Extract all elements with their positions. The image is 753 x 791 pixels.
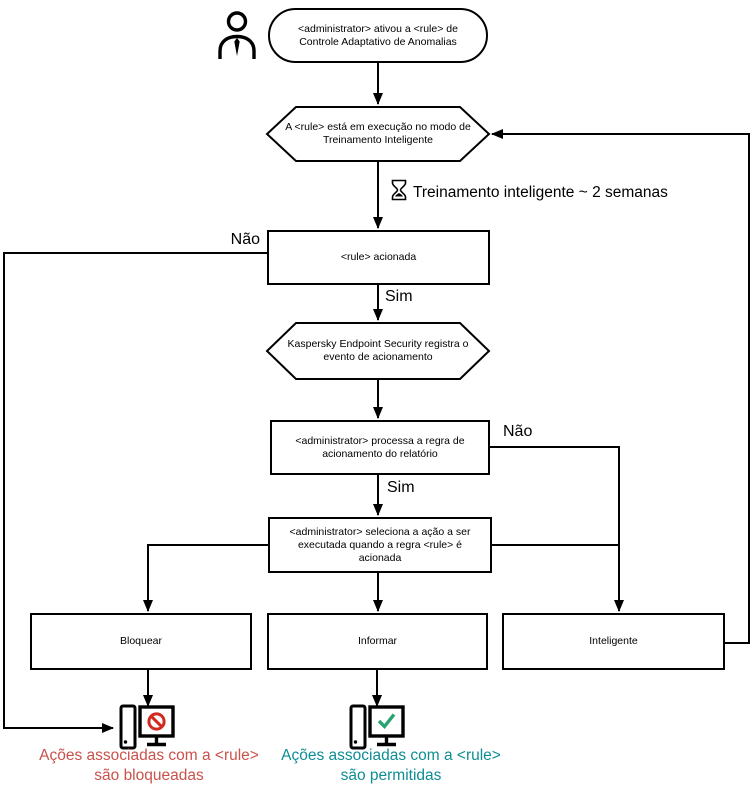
- node-smart-mode-label: A <rule> está em execução no modo de Tre…: [285, 121, 471, 146]
- computer-blocked-icon: [119, 704, 175, 750]
- node-rule-triggered-label: <rule> acionada: [340, 251, 417, 263]
- person-icon: [218, 11, 256, 59]
- node-start: <administrator> ativou a <rule> de Contr…: [268, 8, 488, 63]
- outcome-allowed-text: Ações associadas com a <rule> são permit…: [281, 747, 501, 784]
- outcome-blocked-text: Ações associadas com a <rule> são bloque…: [39, 747, 259, 784]
- node-select-action: <administrator> seleciona a ação a ser e…: [268, 517, 492, 573]
- edge-label-yes-1: Sim: [385, 288, 413, 305]
- hexagon-smart-mode: [265, 106, 491, 162]
- node-process-rule: <administrator> processa a regra de acio…: [270, 420, 490, 475]
- node-process-rule-label: <administrator> processa a regra de acio…: [295, 434, 465, 460]
- hourglass-icon: [391, 179, 407, 201]
- connector-smart-feedback: [491, 129, 750, 644]
- node-start-label: <administrator> ativou a <rule> de Contr…: [298, 22, 458, 48]
- connector-no-to-blocked: [3, 252, 267, 733]
- node-action-smart: Inteligente: [502, 613, 725, 670]
- node-select-action-label: <administrator> seleciona a ação a ser e…: [289, 525, 471, 564]
- training-duration-note: Treinamento inteligente ~ 2 semanas: [413, 184, 668, 201]
- computer-allowed-icon: [349, 704, 405, 750]
- node-action-block-label: Bloquear: [119, 635, 163, 647]
- node-smart-mode: A <rule> está em execução no modo de Tre…: [280, 107, 476, 161]
- node-action-inform: Informar: [267, 613, 488, 670]
- edge-label-yes-2: Sim: [387, 479, 415, 496]
- node-action-inform-label: Informar: [357, 635, 398, 647]
- node-register-event: Kaspersky Endpoint Security registra o e…: [280, 323, 476, 379]
- connector-select-to-block: [143, 544, 268, 612]
- connector-no-to-smart: [490, 446, 624, 612]
- node-action-smart-label: Inteligente: [589, 635, 638, 647]
- node-action-block: Bloquear: [30, 613, 252, 670]
- node-rule-triggered: <rule> acionada: [267, 230, 490, 285]
- edge-label-no-1: Não: [230, 231, 260, 248]
- node-register-event-label: Kaspersky Endpoint Security registra o e…: [287, 338, 469, 363]
- hexagon-register-event: [265, 322, 491, 380]
- edge-label-no-2: Não: [503, 423, 533, 440]
